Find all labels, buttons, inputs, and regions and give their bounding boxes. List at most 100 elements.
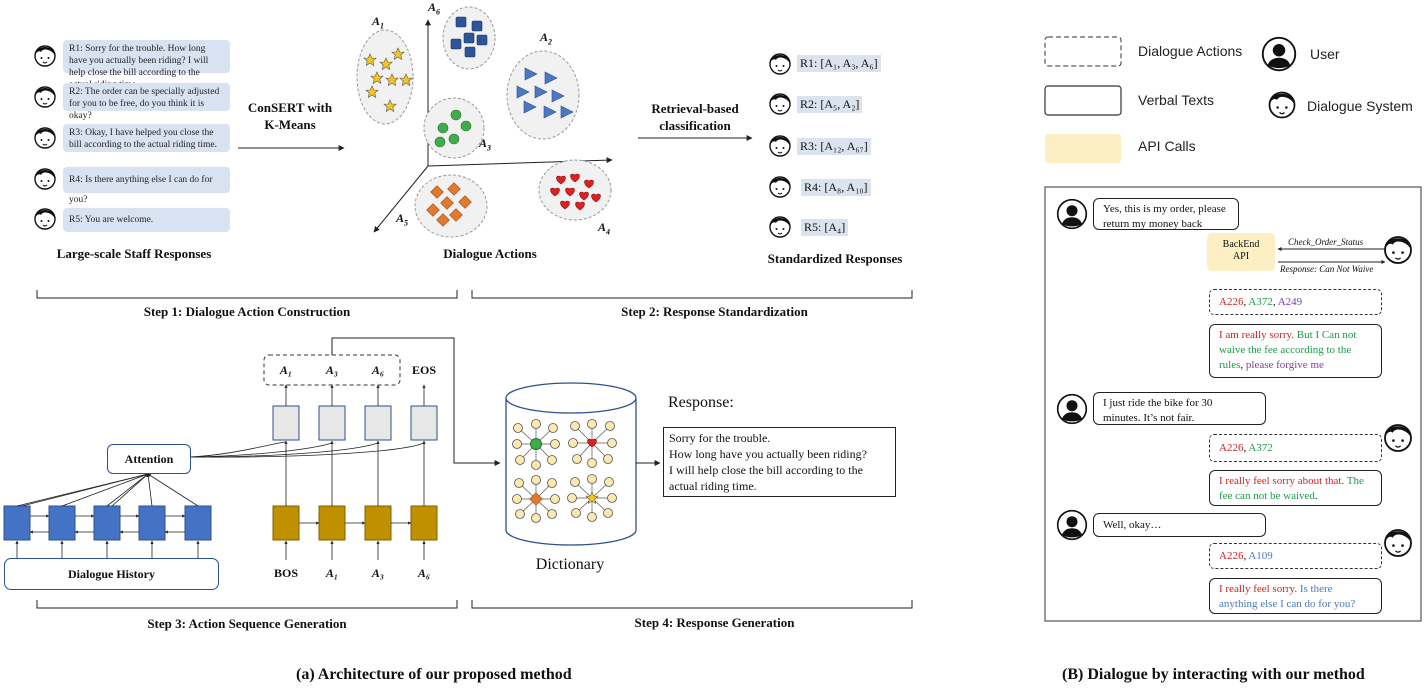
cluster-label-a3: A3: [479, 136, 492, 153]
staff-response-2: R2: The order can be specially adjusted …: [63, 83, 230, 121]
cluster-a5: [414, 174, 488, 238]
cluster-label-a5: A5: [396, 211, 409, 228]
response-title: Response:: [668, 394, 734, 411]
response-line-3: I will help close the bill according to …: [669, 463, 863, 477]
staff-response-1: R1: Sorry for the trouble. How long have…: [63, 40, 230, 90]
step-brackets-top: [36, 290, 913, 299]
action-1-3: A249: [1277, 296, 1303, 308]
cluster-a3: [423, 97, 485, 159]
user-message-1: Yes, this is my order, please return my …: [1093, 198, 1239, 230]
staff-avatars: [34, 45, 56, 230]
api-box-label: BackEnd API: [1207, 239, 1275, 263]
api-box-label-line-2: API: [1232, 251, 1250, 262]
decoder-input-4: A₆: [417, 566, 431, 580]
staff-response-3: R3: Okay, I have helped you close the bi…: [63, 124, 230, 152]
decoder-input-3: A₃: [371, 566, 385, 580]
retrieval-label-1: Retrieval-based: [651, 101, 739, 116]
actions-to-dictionary-arrow: [331, 337, 501, 466]
system-message-2-green: The fee can not be waived: [1219, 475, 1364, 502]
standardized-r1: R1: [A₁, A₃, A₆]: [797, 55, 881, 72]
staff-responses-label: Large-scale Staff Responses: [56, 246, 212, 261]
api-box-label-line-1: BackEnd: [1222, 239, 1260, 250]
legend-dialogue-system: Dialogue System: [1307, 98, 1413, 114]
response-line-4: actual riding time.: [669, 479, 757, 493]
staff-response-4: R4: Is there anything else I can do for …: [63, 167, 230, 205]
step3-label: Step 3: Action Sequence Generation: [147, 616, 347, 631]
encoder: [3, 473, 212, 558]
cluster-label-a4: A4: [598, 220, 611, 237]
api-response-label: Response: Can Not Waive: [1280, 264, 1374, 274]
retrieval-label-2: classification: [659, 118, 731, 133]
step4-label: Step 4: Response Generation: [634, 615, 795, 630]
system-message-1-green: But I Can not waive the fee according to…: [1219, 329, 1357, 371]
cluster-label-a1: A1: [372, 14, 385, 31]
system-message-1-red: I am really sorry.: [1219, 329, 1295, 341]
action-sequence-1: A226, A372, A249: [1209, 289, 1382, 315]
user-avatar-2: [1056, 393, 1088, 425]
api-call-label: Check_Order_Status: [1288, 237, 1364, 247]
cluster-label-a6: A6: [428, 0, 441, 17]
action-sequence-3: A226, A109: [1209, 543, 1382, 569]
decoder-output-eos: EOS: [411, 363, 436, 377]
action-3-1: A226: [1219, 550, 1244, 562]
response-line-1: Sorry for the trouble.: [669, 431, 771, 445]
system-message-1-separator: ,: [1240, 359, 1246, 371]
system-avatar-2: [1384, 424, 1412, 452]
response-line-2: How long have you actually been riding?: [669, 447, 867, 461]
system-message-3-red: I really feel sorry.: [1219, 583, 1298, 595]
dictionary-cylinder: [505, 382, 637, 546]
action-sequence-2: A226, A372: [1209, 434, 1382, 462]
cluster-a1: [356, 29, 414, 125]
standardized-avatars: [769, 53, 791, 238]
decoder-input-bos: BOS: [273, 566, 298, 580]
consert-label-2: K-Means: [264, 117, 316, 132]
system-message-1-purple: please forgive me: [1245, 359, 1324, 371]
decoder-output-3: A₆: [371, 363, 385, 377]
system-message-2-red: I really feel sorry about that.: [1219, 475, 1345, 487]
dialogue-history-box: Dialogue History: [4, 558, 219, 590]
user-avatar-1: [1056, 198, 1088, 230]
dictionary-label: Dictionary: [535, 556, 605, 573]
action-1-2: A372: [1248, 296, 1273, 308]
standardized-label: Standardized Responses: [767, 251, 903, 266]
decoder-input-2: A₁: [325, 566, 339, 580]
caption-b: (B) Dialogue by interacting with our met…: [1062, 666, 1365, 683]
consert-label-1: ConSERT with: [247, 100, 333, 115]
system-avatar-3: [1384, 529, 1412, 557]
response-box: Sorry for the trouble. How long have you…: [663, 427, 896, 497]
legend-verbal-texts-swatch: [1044, 85, 1122, 116]
user-message-2: I just ride the bike for 30 minutes. It’…: [1093, 392, 1266, 425]
legend-verbal-texts: Verbal Texts: [1138, 92, 1215, 108]
staff-response-5: R5: You are welcome.: [63, 208, 230, 232]
step-brackets-bottom: [36, 600, 913, 609]
legend-user: User: [1310, 46, 1340, 62]
decoder-output-1: A₁: [279, 363, 293, 377]
system-avatar-1: [1384, 236, 1412, 264]
step2-label: Step 2: Response Standardization: [621, 304, 808, 319]
legend-api-calls: API Calls: [1138, 138, 1196, 154]
decoder: [272, 384, 438, 560]
attention-box: Attention: [107, 444, 191, 474]
system-message-3-blue: Is there anything else I can do for you?: [1219, 583, 1356, 610]
standardized-r5: R5: [A₄]: [801, 219, 849, 236]
dialogue-actions-label: Dialogue Actions: [443, 246, 537, 261]
system-message-2-end: .: [1314, 490, 1318, 502]
attention-links: [189, 441, 425, 458]
action-1-1: A226: [1219, 296, 1244, 308]
cluster-a2: [506, 50, 580, 140]
legend-dialogue-actions: Dialogue Actions: [1138, 43, 1243, 59]
system-message-3: I really feel sorry. Is there anything e…: [1209, 578, 1382, 614]
cluster-a4: [538, 159, 612, 221]
user-message-2-line-2: minutes. It’s not fair.: [1103, 412, 1195, 424]
action-2-1: A226: [1219, 442, 1244, 454]
api-box: [1207, 233, 1275, 271]
user-message-2-line-1: I just ride the bike for 30: [1103, 397, 1213, 409]
standardized-r3: R3: [A₁₂, A₆₇]: [797, 138, 871, 155]
legend-api-calls-swatch: [1045, 134, 1121, 163]
step1-label: Step 1: Dialogue Action Construction: [143, 304, 351, 319]
user-message-1-line-1: Yes, this is my order, please: [1103, 203, 1226, 215]
standardized-r4: R4: [A₈, A₁₀]: [801, 179, 871, 196]
cluster-a6: [442, 6, 496, 70]
caption-a: (a) Architecture of our proposed method: [296, 666, 572, 683]
system-message-2: I really feel sorry about that. The fee …: [1209, 470, 1382, 506]
